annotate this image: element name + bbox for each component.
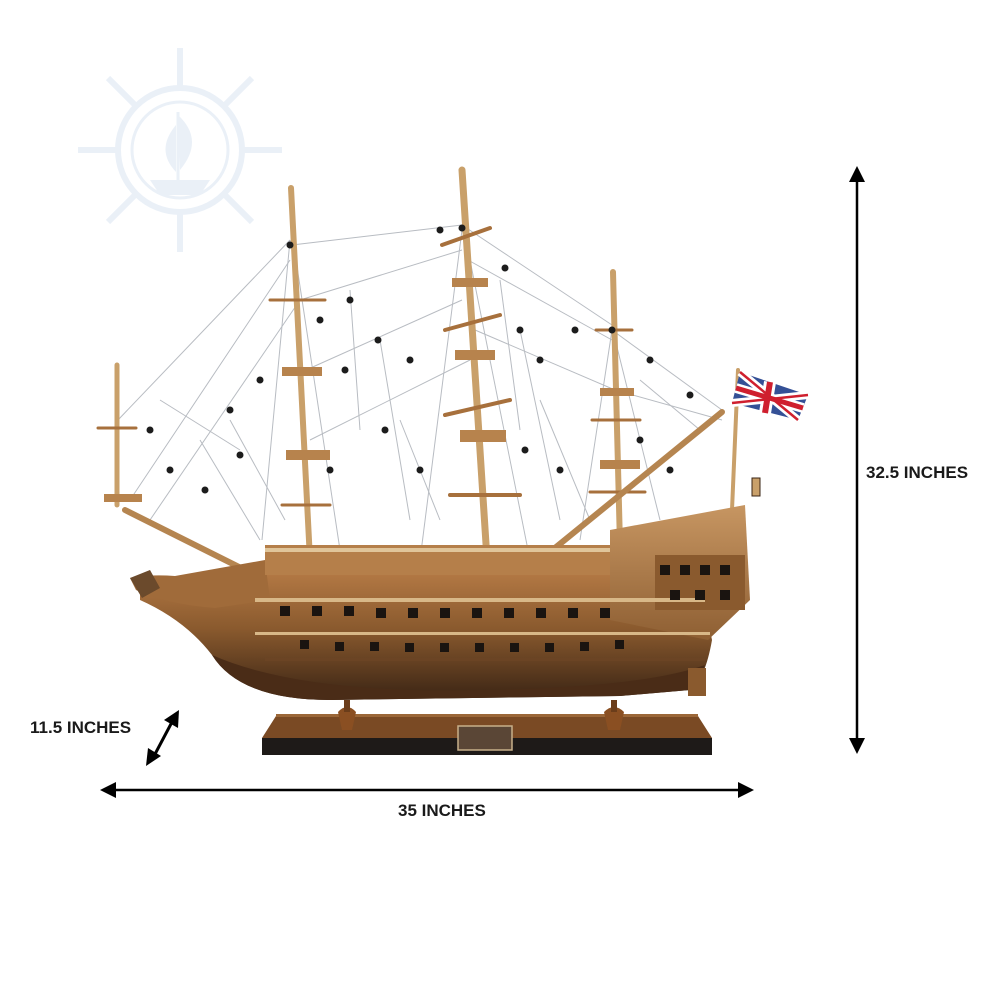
cannon-ports xyxy=(280,565,730,652)
masts xyxy=(96,166,740,583)
width-arrow xyxy=(100,782,754,798)
ship-wheel-logo-icon xyxy=(78,48,282,252)
union-jack-flag xyxy=(731,368,809,424)
display-stand xyxy=(262,700,712,755)
width-dimension-label: 35 INCHES xyxy=(398,801,486,820)
height-arrow xyxy=(849,166,865,754)
ship-hull xyxy=(130,477,761,700)
depth-arrow xyxy=(146,710,179,766)
height-dimension-label: 32.5 INCHES xyxy=(866,463,969,482)
rigging-blocks xyxy=(146,224,694,494)
name-plaque xyxy=(457,725,513,751)
depth-dimension-label: 11.5 INCHES xyxy=(30,718,132,737)
